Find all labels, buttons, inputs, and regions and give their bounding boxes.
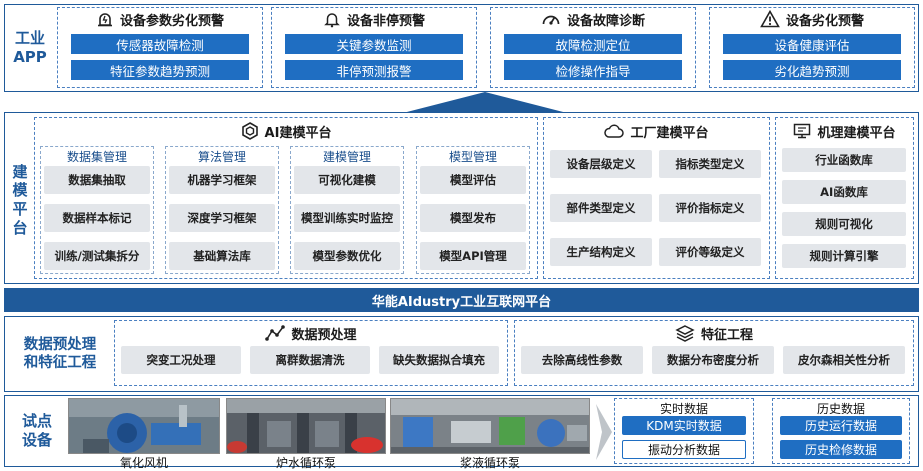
gauge-icon [541, 10, 561, 28]
mechanism-item-2[interactable]: 规则可视化 [782, 212, 906, 236]
ai-modeling-title: AI建模平台 [34, 121, 538, 141]
factory-modeling-title: 工厂建模平台 [543, 121, 770, 141]
ai-item-2-1[interactable]: 模型训练实时监控 [294, 204, 400, 232]
warning-icon [760, 10, 780, 28]
factory-item-4[interactable]: 生产结构定义 [550, 238, 652, 266]
ai-column-title-0: 数据集管理 [66, 150, 127, 164]
app-item-0-0[interactable]: 传感器故障检测 [71, 34, 249, 54]
factory-item-2[interactable]: 部件类型定义 [550, 194, 652, 222]
app-item-1-1[interactable]: 非停预测报警 [285, 60, 463, 80]
mechanism-modeling-title: 机理建模平台 [775, 121, 914, 141]
vibration-analysis-data[interactable]: 振动分析数据 [622, 440, 746, 459]
history-data-title: 历史数据 [816, 402, 865, 416]
ai-column-0 [40, 146, 154, 274]
ai-item-1-1[interactable]: 深度学习框架 [169, 204, 275, 232]
ai-column-title-1: 算法管理 [197, 150, 246, 164]
device-caption-2: 浆液循环泵 [459, 456, 520, 470]
app-item-1-0[interactable]: 关键参数监测 [285, 34, 463, 54]
ai-column-2 [290, 146, 404, 274]
device-caption-0: 氧化风机 [119, 456, 168, 470]
feature-item-1[interactable]: 数据分布密度分析 [652, 346, 774, 374]
app-group-title-3: 设备劣化预警 [709, 9, 915, 29]
ai-item-2-2[interactable]: 模型参数优化 [294, 242, 400, 270]
device-photo-oxidation-fan [68, 398, 220, 454]
ai-column-1 [165, 146, 279, 274]
ai-item-0-2[interactable]: 训练/测试集拆分 [44, 242, 150, 270]
mechanism-item-0[interactable]: 行业函数库 [782, 148, 906, 172]
factory-item-3[interactable]: 评价指标定义 [659, 194, 761, 222]
history-maintenance-data[interactable]: 历史检修数据 [780, 440, 902, 459]
app-group-title-2: 设备故障诊断 [490, 9, 696, 29]
platform-bar: 华能AIdustry工业互联网平台 [4, 288, 919, 312]
chevron-right-icon [596, 404, 612, 460]
mechanism-item-1[interactable]: AI函数库 [782, 180, 906, 204]
preprocess-layer-label: 数据预处理 和特征工程 [23, 336, 97, 371]
modeling-layer-label: 建 模 平 台 [12, 162, 28, 237]
factory-item-0[interactable]: 设备层级定义 [550, 150, 652, 178]
ai-item-1-0[interactable]: 机器学习框架 [169, 166, 275, 194]
app-layer-label: 工业 APP [13, 29, 47, 66]
kdm-realtime-data[interactable]: KDM实时数据 [622, 416, 746, 435]
preprocess-item-0[interactable]: 突变工况处理 [121, 346, 241, 374]
ai-column-title-3: 模型管理 [448, 150, 497, 164]
ai-item-0-0[interactable]: 数据集抽取 [44, 166, 150, 194]
app-item-3-1[interactable]: 劣化趋势预测 [723, 60, 901, 80]
alarm-icon [96, 10, 114, 28]
graph-icon [265, 325, 286, 341]
feature-item-0[interactable]: 去除高线性参数 [521, 346, 643, 374]
ai-column-title-2: 建模管理 [322, 150, 371, 164]
layers-icon [675, 324, 695, 342]
pilot-layer-label: 试点 设备 [21, 412, 52, 449]
ai-item-3-0[interactable]: 模型评估 [420, 166, 526, 194]
bell-icon [323, 10, 341, 28]
app-group-title-1: 设备非停预警 [271, 9, 477, 29]
device-caption-1: 炉水循环泵 [275, 456, 336, 470]
ai-item-2-0[interactable]: 可视化建模 [294, 166, 400, 194]
monitor-icon [793, 123, 811, 139]
up-arrow-icon [399, 92, 571, 114]
ai-item-3-2[interactable]: 模型API管理 [420, 242, 526, 270]
app-item-0-1[interactable]: 特征参数趋势预测 [71, 60, 249, 80]
cloud-icon [604, 123, 625, 139]
ai-item-1-2[interactable]: 基础算法库 [169, 242, 275, 270]
preprocess-title: 数据预处理 [114, 323, 508, 343]
realtime-data-title: 实时数据 [659, 402, 708, 416]
ai-item-0-1[interactable]: 数据样本标记 [44, 204, 150, 232]
device-photo-slurry-pump [390, 398, 590, 454]
cube-icon [241, 122, 259, 140]
ai-column-3 [416, 146, 530, 274]
feature-title: 特征工程 [514, 323, 914, 343]
feature-item-2[interactable]: 皮尔森相关性分析 [783, 346, 905, 374]
app-item-2-1[interactable]: 检修操作指导 [504, 60, 682, 80]
preprocess-item-1[interactable]: 离群数据清洗 [250, 346, 370, 374]
factory-item-5[interactable]: 评价等级定义 [659, 238, 761, 266]
preprocess-item-2[interactable]: 缺失数据拟合填充 [379, 346, 499, 374]
mechanism-item-3[interactable]: 规则计算引擎 [782, 244, 906, 268]
device-photo-boiler-water-pump [226, 398, 386, 454]
ai-item-3-1[interactable]: 模型发布 [420, 204, 526, 232]
app-item-2-0[interactable]: 故障检测定位 [504, 34, 682, 54]
factory-item-1[interactable]: 指标类型定义 [659, 150, 761, 178]
app-group-title-0: 设备参数劣化预警 [57, 9, 263, 29]
app-item-3-0[interactable]: 设备健康评估 [723, 34, 901, 54]
history-operation-data[interactable]: 历史运行数据 [780, 416, 902, 435]
